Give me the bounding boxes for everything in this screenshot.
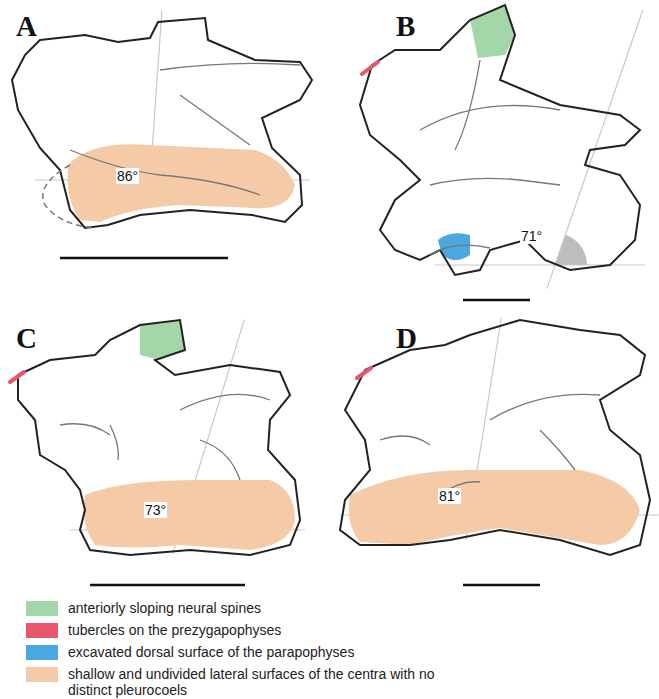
neural-spine [140,320,185,360]
legend-row: tubercles on the prezygapophyses [26,622,448,638]
tubercle [362,62,378,74]
angle-value: 81° [438,488,461,504]
legend-row: anteriorly sloping neural spines [26,600,448,616]
legend-swatch [26,623,58,638]
vertebra-outline [360,5,640,275]
scale-bar [90,584,245,587]
legend-row: shallow and undivided lateral surfaces o… [26,666,448,698]
vertebra-outline [18,320,300,555]
panel-letter: D [396,322,417,355]
legend-row: excavated dorsal surface of the parapoph… [26,644,448,660]
scale-bar [60,257,228,260]
bone-lamina [70,63,300,195]
scale-bar [463,584,540,587]
angle-value: 86° [116,168,139,184]
legend-swatch [26,667,58,682]
legend-text: shallow and undivided lateral surfaces o… [68,666,448,698]
scale-bar [463,299,530,302]
reconstructed-outline [43,165,95,228]
bone-lamina [60,394,270,480]
legend-text: anteriorly sloping neural spines [68,600,448,616]
tubercle [10,372,24,382]
centrum-area [349,470,640,545]
horizontal-guide [435,264,645,265]
vertebra-outline [12,18,312,228]
tubercle [357,368,371,378]
vertebra-outline [340,320,650,555]
panel-letter: A [16,10,37,43]
panel-letter: B [396,10,415,43]
legend-text: excavated dorsal surface of the parapoph… [68,644,448,660]
legend-swatch [26,601,58,616]
angle-value: 73° [144,502,167,518]
angle-value: 71° [520,228,543,244]
legend-swatch [26,645,58,660]
bone-lamina [380,394,600,495]
legend-text: tubercles on the prezygapophyses [68,622,448,638]
angle-guides [35,10,659,554]
centrum-area [84,480,295,550]
bone-lamina [420,60,560,255]
panel-letter: C [16,322,37,355]
